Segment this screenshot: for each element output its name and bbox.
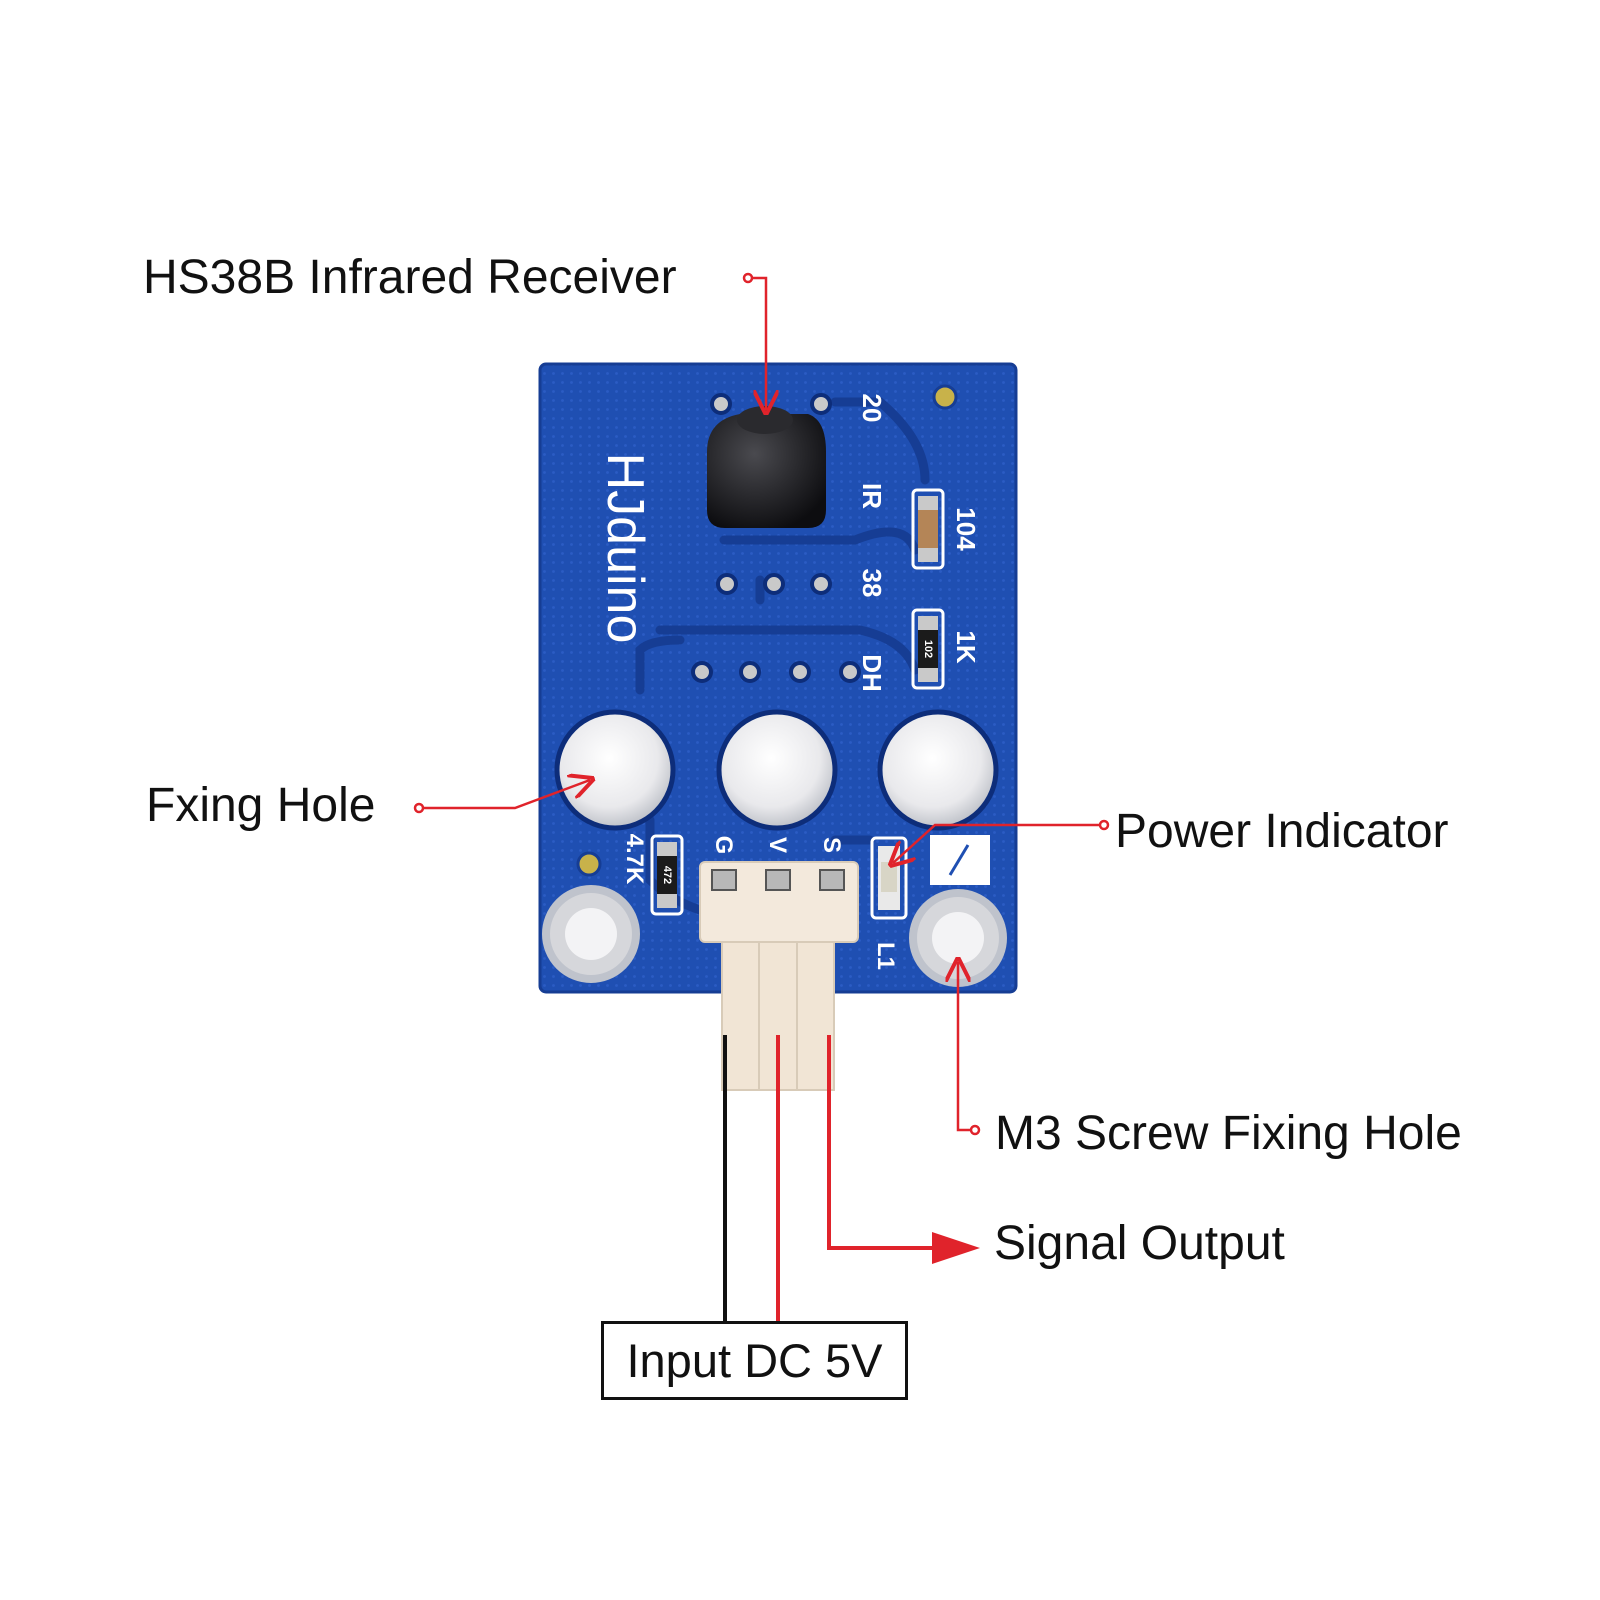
smd-472-label: 472 — [661, 866, 673, 884]
silk-pin-g: G — [710, 836, 737, 855]
pad-hole — [810, 573, 832, 595]
callout-fixing-hole: Fxing Hole — [146, 779, 376, 832]
silk-4-7k: 4.7K — [621, 834, 648, 885]
silk-l1: L1 — [872, 942, 899, 970]
callout-power-indicator: Power Indicator — [1115, 805, 1449, 858]
pad-hole — [691, 661, 713, 683]
pad-hole — [810, 393, 832, 415]
pad-hole — [789, 661, 811, 683]
callout-input-dc: Input DC 5V — [601, 1321, 908, 1400]
callout-m3-hole: M3 Screw Fixing Hole — [995, 1107, 1462, 1160]
leader-m3 — [958, 962, 971, 1132]
smd-res-1k: 102 — [911, 608, 945, 690]
pad-hole — [710, 393, 732, 415]
pad-hole — [739, 661, 761, 683]
ir-receiver-component — [707, 406, 826, 528]
silk-1k: 1K — [951, 630, 981, 663]
callout-ir-receiver: HS38B Infrared Receiver — [143, 251, 677, 304]
callout-signal-output: Signal Output — [994, 1217, 1285, 1270]
fixing-hole-right — [877, 709, 999, 831]
m3-hole-left-inner — [565, 908, 617, 960]
m3-hole-right-inner — [932, 912, 984, 964]
wire-signal — [827, 1035, 940, 1250]
silk-marker-slash — [948, 844, 970, 876]
smd-102-label: 102 — [922, 640, 934, 658]
via-top-right — [932, 384, 958, 410]
silk-104: 104 — [951, 507, 981, 551]
wires — [723, 1035, 980, 1322]
m3-holes — [542, 885, 1007, 987]
callout-leaders — [413, 272, 1110, 1136]
pad-hole — [763, 573, 785, 595]
silk-pin-s: S — [818, 837, 845, 853]
leader-dot-fixing — [413, 802, 425, 814]
board-brand: HJduino — [596, 453, 654, 644]
via-bottom-left — [576, 851, 602, 877]
pcb-board: 102 472 HJduino 20 IR 3 — [538, 362, 1018, 1091]
pad-hole — [716, 573, 738, 595]
fixing-hole-left — [554, 709, 676, 831]
leader-dot-receiver — [742, 272, 754, 284]
silk-dh: DH — [857, 654, 887, 692]
fixing-hole-center — [716, 709, 838, 831]
smd-res-4-7k: 472 — [650, 834, 684, 916]
silk-ir: IR — [857, 483, 887, 509]
silk-20: 20 — [857, 394, 887, 423]
leader-dot-m3 — [969, 1124, 981, 1136]
leader-fixing — [423, 780, 590, 810]
silk-pin-v: V — [764, 837, 791, 853]
leader-dot-power — [1098, 819, 1110, 831]
leader-receiver — [752, 276, 766, 410]
signal-arrow-head — [932, 1232, 980, 1264]
smd-cap-104 — [911, 488, 945, 570]
pad-hole — [839, 661, 861, 683]
fixing-holes — [554, 709, 999, 831]
leader-power — [893, 823, 1100, 863]
silk-38: 38 — [857, 569, 887, 598]
